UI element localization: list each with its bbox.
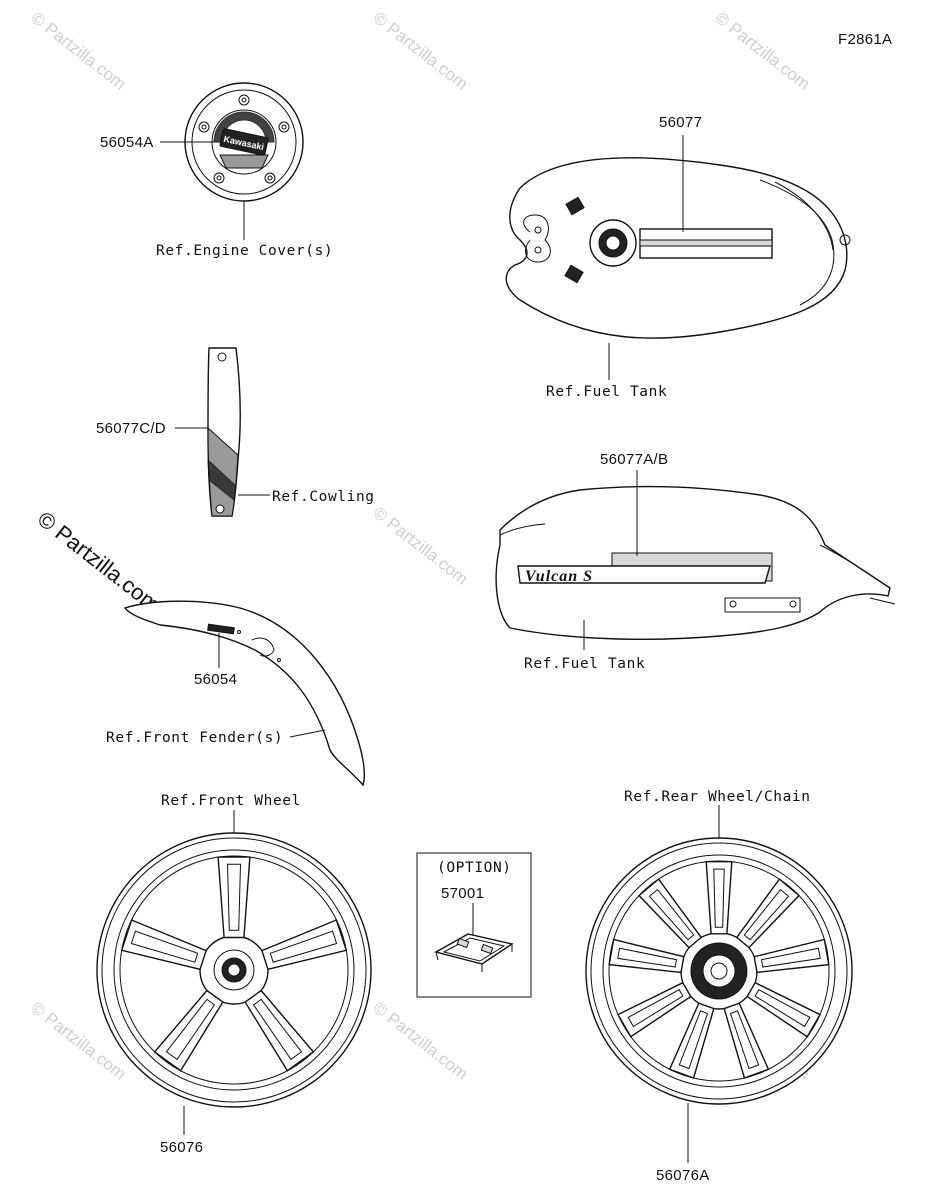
callout-56077: 56077 <box>659 114 702 131</box>
wheel-spoke <box>261 919 348 971</box>
watermark: © Partzilla.com <box>370 8 472 94</box>
option-label: (OPTION) <box>437 860 512 876</box>
ref-cowling: Ref.Cowling <box>272 489 375 505</box>
watermark: © Partzilla.com <box>370 998 472 1084</box>
wheel-spoke <box>217 856 251 939</box>
option-box: (OPTION) 57001 <box>416 852 532 998</box>
ref-front-wheel: Ref.Front Wheel <box>161 793 301 809</box>
wheel-spoke <box>120 919 207 971</box>
wheel-spoke <box>735 878 801 949</box>
ref-rear-wheel: Ref.Rear Wheel/Chain <box>624 789 811 805</box>
wheel-spoke <box>705 861 733 935</box>
wheel-spoke <box>723 1002 770 1079</box>
wheel-spoke-inner <box>648 888 695 941</box>
wheel-spoke-inner <box>617 947 678 968</box>
watermark: © Partzilla.com <box>712 8 814 94</box>
wheel-spoke-inner <box>252 998 303 1061</box>
wheel-spoke <box>746 981 821 1038</box>
callout-56054A: 56054A <box>100 134 154 151</box>
rear-wheel <box>585 837 853 1105</box>
wheel-spoke-inner <box>754 989 811 1028</box>
wheel-spoke-inner <box>743 888 790 941</box>
wheel-spoke <box>753 938 830 974</box>
watermark: © Partzilla.com <box>370 503 472 589</box>
wheel-spoke <box>244 989 315 1072</box>
fuel-tank-side: Vulcan S <box>495 485 896 640</box>
wheel-spoke-inner <box>729 1010 760 1070</box>
wheel-spoke-inner <box>130 930 199 963</box>
cowling <box>207 347 241 517</box>
callout-56077CD: 56077C/D <box>96 420 166 437</box>
wheel-spoke-inner <box>269 930 338 963</box>
ref-front-fender: Ref.Front Fender(s) <box>106 730 283 746</box>
wheel-spoke <box>617 981 692 1038</box>
wheel-spoke-inner <box>713 868 725 928</box>
watermark: © Partzilla.com <box>28 8 130 94</box>
front-fender <box>123 600 366 787</box>
callout-56076A: 56076A <box>656 1167 710 1184</box>
fuel-tank-top <box>505 157 851 339</box>
ref-fuel-tank-top: Ref.Fuel Tank <box>546 384 667 400</box>
wheel-spoke-inner <box>678 1010 709 1070</box>
wheel-spoke-inner <box>165 998 216 1061</box>
wheel-spoke-inner <box>226 863 242 931</box>
callout-56077AB: 56077A/B <box>600 451 668 468</box>
ref-fuel-tank-side: Ref.Fuel Tank <box>524 656 645 672</box>
callout-56054: 56054 <box>194 671 237 688</box>
wheel-spoke <box>153 989 224 1072</box>
callout-57001: 57001 <box>441 885 484 902</box>
wheel-spoke-inner <box>760 947 821 968</box>
wheel-spoke <box>668 1002 715 1079</box>
wheel-spoke <box>637 878 703 949</box>
callout-56076: 56076 <box>160 1139 203 1156</box>
wheel-spoke <box>608 938 685 974</box>
front-wheel <box>96 832 372 1108</box>
ref-engine-cover: Ref.Engine Cover(s) <box>156 243 333 259</box>
figure-id: F2861A <box>838 31 892 48</box>
watermark-dark: © Partzilla.com <box>33 506 165 617</box>
wheel-spoke-inner <box>627 989 684 1028</box>
tank-logo: Vulcan S <box>525 568 593 585</box>
